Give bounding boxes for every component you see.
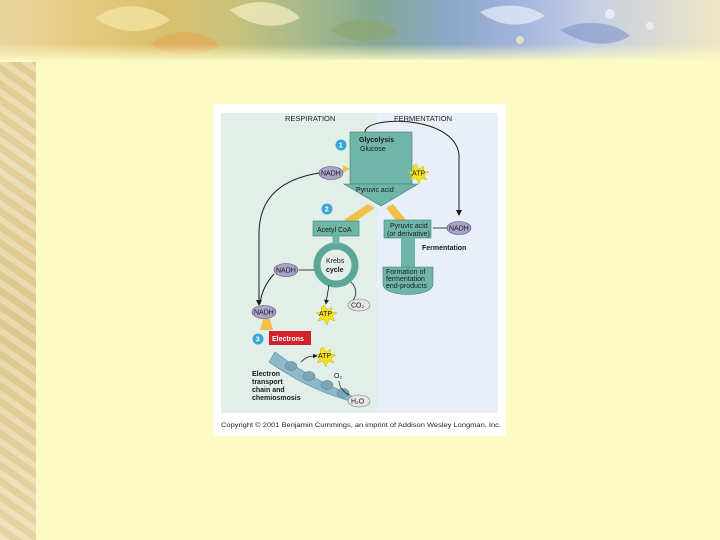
pyruvic-acid-label: Pyruvic acid [356, 187, 394, 194]
etc-protein-1 [284, 361, 298, 371]
acetyl-coa-label: Acetyl CoA [317, 227, 352, 234]
arrow-to-nadh [343, 165, 350, 173]
krebs-to-co2-line [350, 281, 357, 301]
etc-label-line2: transport [252, 379, 283, 386]
arrow-to-electrons [260, 319, 273, 330]
header-respiration: RESPIRATION [285, 114, 335, 123]
etc-label-line3: chain and [252, 387, 285, 394]
fermentation-loop-line [364, 120, 462, 216]
step-2-number: 2 [325, 207, 329, 214]
banner-fade [0, 44, 720, 62]
krebs-label-line2: cycle [326, 267, 344, 274]
formation-line2: fermentation [386, 276, 425, 283]
nadh-electrons-oval [251, 305, 277, 319]
formation-end-products-shape [382, 266, 434, 295]
fermentation-stem [401, 238, 415, 268]
atp-glycolysis-label: ATP [412, 171, 425, 178]
formation-line3: end-products [386, 283, 427, 290]
pyruvic-derivative-line1: Pyruvic acid [390, 223, 428, 230]
step-2-badge [321, 203, 333, 215]
glycolysis-arrowhead [342, 183, 420, 207]
arrow-to-acetyl [344, 204, 375, 224]
step-3-number: 3 [256, 337, 260, 344]
krebs-label-line1: Krebs [326, 258, 345, 265]
krebs-to-atp-line [324, 284, 330, 305]
header-fermentation: FERMENTATION [394, 114, 452, 123]
fermentation-label: Fermentation [422, 245, 466, 252]
pyruvic-derivative-line2: (or derivative) [387, 231, 430, 238]
h2o-label: H₂O [351, 399, 365, 406]
step-1-number: 1 [339, 143, 343, 150]
electrons-box [269, 331, 311, 345]
atp-etc-star [314, 346, 337, 368]
atp-glycolysis-star [407, 163, 430, 185]
nadh-glycolysis-label: NADH [321, 171, 341, 178]
respiration-fermentation-figure: RESPIRATION FERMENTATION Glycolysis Gluc… [213, 104, 506, 436]
nadh-krebs-label: NADH [276, 268, 296, 275]
copyright-text: Copyright © 2001 Benjamin Cummings, an i… [221, 421, 501, 429]
h2o-oval [347, 394, 371, 408]
o2-line [338, 380, 350, 396]
parchment-strip [0, 0, 36, 540]
etc-to-atp-line [300, 353, 318, 363]
step-1-badge [335, 139, 347, 151]
krebs-cycle-ring [313, 242, 359, 288]
glucose-label: Glucose [360, 146, 386, 153]
nadh-krebs-down-line [259, 273, 275, 305]
co2-oval [347, 298, 371, 312]
figure-svg: RESPIRATION FERMENTATION Glycolysis Gluc… [221, 113, 501, 429]
nadh-electrons-label: NADH [254, 310, 274, 317]
etc-label-line1: Electron [252, 371, 280, 378]
atp-etc-label: ATP [318, 353, 331, 360]
etc-protein-4 [336, 388, 350, 398]
o2-label: O₂ [334, 373, 342, 380]
atp-krebs-label: ATP [319, 311, 332, 318]
nadh-fermentation-label: NADH [449, 226, 469, 233]
electrons-label: Electrons [272, 336, 304, 343]
etc-protein-3 [320, 380, 334, 390]
atp-krebs-star [315, 304, 338, 326]
nadh-krebs-oval [273, 263, 299, 277]
co2-label: CO₂ [351, 303, 365, 310]
etc-label-line4: chemiosmosis [252, 395, 301, 402]
nadh-to-etc-line [256, 172, 320, 306]
banner-leaves-decoration [95, 2, 654, 55]
arrow-to-derivative [386, 204, 406, 224]
etc-protein-2 [302, 371, 316, 381]
glycolysis-label: Glycolysis [359, 137, 394, 144]
formation-line1: Formation of [386, 269, 425, 276]
step-3-badge [252, 333, 264, 345]
glycolysis-box [349, 131, 413, 185]
